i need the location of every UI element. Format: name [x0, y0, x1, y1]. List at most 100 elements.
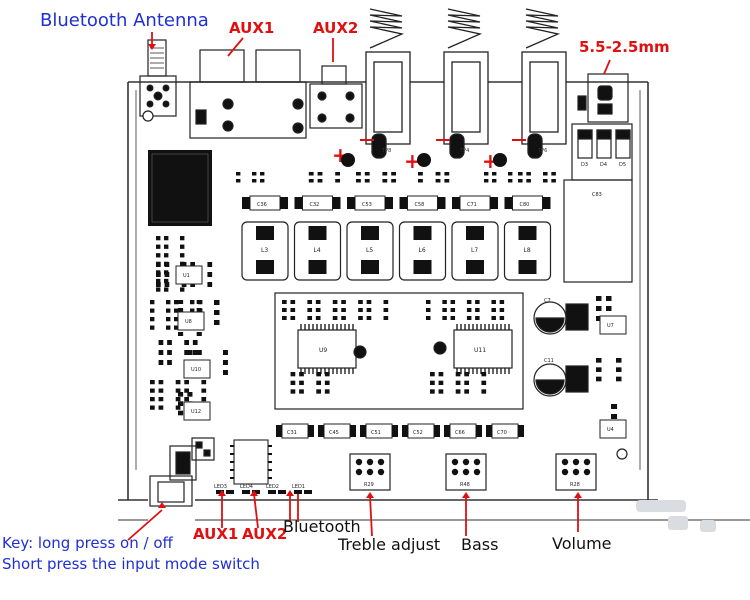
smd-pad [438, 372, 444, 377]
cap-label: C52 [413, 430, 423, 436]
inductor-L5 [346, 221, 394, 281]
smd-pad [364, 179, 370, 183]
cap-pad [385, 197, 393, 209]
smd-pad [223, 370, 228, 375]
smd-pad [290, 316, 296, 320]
smd-pad [616, 358, 622, 363]
cap-pad [399, 197, 408, 209]
spring-terminal-1 [369, 8, 405, 49]
label-arrows [127, 32, 611, 541]
led-label: LED1 [292, 484, 305, 490]
terminal-body-3 [521, 51, 567, 145]
pot-pin [355, 468, 363, 476]
pot-pin [462, 458, 470, 466]
smd-pad [464, 372, 469, 377]
smd-pad [164, 278, 169, 284]
cap-pad [360, 425, 366, 437]
terminal-inner-2 [451, 61, 481, 133]
smd-pad [180, 236, 185, 241]
smd-pad [156, 262, 161, 267]
smd-pad [184, 380, 189, 385]
smd-pad [214, 310, 220, 315]
chip-label: U1 [183, 273, 190, 279]
smd-pad [324, 372, 330, 377]
smd-pad [611, 414, 618, 419]
smd-pad [282, 300, 287, 304]
smd-pad [430, 380, 435, 385]
smd-pad [166, 308, 171, 313]
smd-pad [438, 389, 444, 394]
aux1-bottom-label: AUX1 [193, 525, 239, 543]
pot-pin [377, 468, 385, 476]
smd-pad [430, 372, 435, 377]
smd-pad [207, 282, 213, 287]
chip-label: U4 [607, 427, 614, 433]
cap-pad [294, 197, 303, 209]
led-label: LED3 [214, 484, 227, 490]
cap-pad [518, 425, 524, 437]
smd-pad [450, 308, 456, 312]
volume-label: Volume [552, 534, 612, 553]
smd-pad [156, 278, 161, 284]
smd-pad [596, 306, 602, 311]
pot-pin [572, 468, 580, 476]
smd-pad [382, 179, 388, 183]
inductor-L6 [398, 221, 447, 281]
smd-pad [201, 388, 207, 393]
smd-pad [150, 397, 155, 402]
key-switch [149, 437, 215, 507]
smd-pad [164, 262, 170, 267]
smd-pad [180, 244, 185, 249]
smd-components: U1U8U10U12U7U4U5C83C7C11D3D4D5 [150, 162, 627, 466]
smd-pad [442, 300, 447, 304]
smd-pad [192, 340, 198, 345]
led-label: LED4 [240, 484, 253, 490]
cap-label: C80 [520, 202, 530, 208]
cap-label: C51 [371, 430, 381, 436]
smd-pad [356, 179, 361, 183]
smd-pad [596, 358, 602, 363]
smd-pad [307, 316, 313, 320]
smd-pad [166, 317, 171, 322]
inductor-L7 [451, 221, 499, 281]
smd-pad [236, 172, 241, 176]
smd-pad [466, 316, 472, 320]
smd-pad [616, 367, 622, 372]
smd-pad [184, 388, 189, 393]
smd-pad [299, 372, 304, 377]
led-pad [268, 490, 276, 494]
smd-pad [606, 296, 612, 301]
cap-pad [332, 197, 341, 209]
inductor-label: L6 [419, 247, 426, 254]
smd-pad [492, 172, 497, 176]
aux2-top-label: AUX2 [313, 19, 359, 37]
smd-pad [466, 300, 472, 304]
smd-pad [481, 389, 487, 394]
inductor-pad-bottom [308, 260, 327, 274]
power-jack [563, 73, 633, 283]
chip-U10 [183, 359, 211, 379]
aux2-connector [309, 65, 363, 129]
smd-pad [316, 380, 321, 385]
cap-pad [504, 197, 513, 209]
smd-pad [455, 380, 461, 385]
inductor-L8 [503, 221, 552, 281]
smd-pad [174, 317, 179, 322]
pot-pin [366, 458, 374, 466]
smd-pad [317, 172, 323, 176]
smd-pad [341, 308, 346, 312]
smd-pad [187, 350, 193, 355]
smd-pad [158, 380, 164, 385]
smd-pad [616, 376, 622, 382]
smd-pad [518, 172, 523, 176]
inductor-L3 [241, 221, 289, 281]
smd-pad [332, 308, 338, 312]
cap-pad [476, 425, 482, 437]
inductor-label: L8 [524, 247, 531, 254]
chip-label-u11: U11 [474, 347, 486, 354]
cap-label: C53 [362, 202, 372, 208]
terminal-body-2 [443, 51, 489, 145]
pot-label: R29 [364, 482, 374, 488]
